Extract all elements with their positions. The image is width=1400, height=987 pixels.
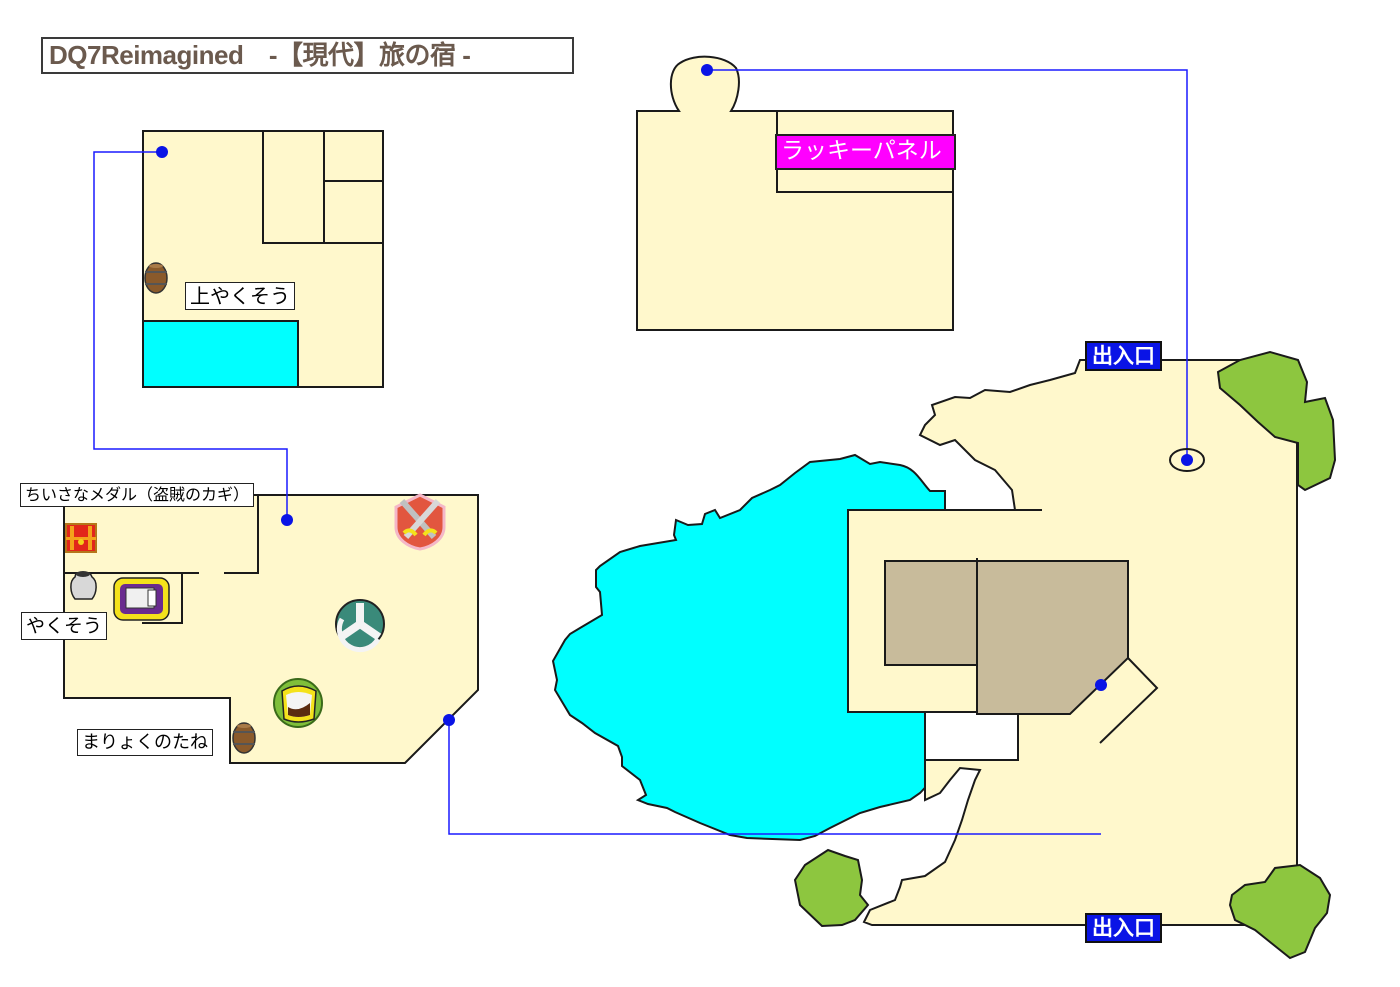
barrel-icon[interactable] xyxy=(144,262,168,294)
item-label-herb: やくそう xyxy=(21,612,108,640)
stairs-dot-courtyard[interactable] xyxy=(1181,454,1193,466)
route-lines xyxy=(93,69,1188,835)
item-label-mini-medal: ちいさなメダル（盗賊のカギ） xyxy=(20,483,255,507)
tree-top-right xyxy=(1216,350,1337,492)
exit-label-bottom[interactable]: 出入口 xyxy=(1085,913,1162,943)
save-point-icon[interactable] xyxy=(335,599,385,653)
trees xyxy=(793,350,1337,960)
treasure-chest-icon[interactable] xyxy=(65,523,97,553)
upper-room xyxy=(142,130,384,388)
building xyxy=(884,558,1159,744)
route-inn-to-courtyard xyxy=(448,720,1101,835)
weapon-shop-icon[interactable] xyxy=(394,493,446,551)
exit-label-top[interactable]: 出入口 xyxy=(1085,341,1162,371)
item-label-magic-seed: まりょくのたね xyxy=(77,729,213,756)
inn-room xyxy=(63,494,479,764)
page-title: DQ7Reimagined -【現代】旅の宿 - xyxy=(41,37,574,74)
tree-bottom-left xyxy=(793,848,870,928)
item-shop-icon[interactable] xyxy=(273,678,323,728)
bed-inn-icon[interactable] xyxy=(113,577,170,621)
route-upper-to-inn xyxy=(93,151,288,520)
door-dot-building[interactable] xyxy=(1095,679,1107,691)
stairs-dot-inn-room-top[interactable] xyxy=(281,514,293,526)
door-dot-inn-room-corner[interactable] xyxy=(443,714,455,726)
tree-bottom-right xyxy=(1228,863,1332,960)
lucky-panel-label[interactable]: ラッキーパネル xyxy=(775,134,956,170)
stairs-marker-ring xyxy=(1169,448,1205,472)
stairs-dot-upper-room[interactable] xyxy=(156,146,168,158)
connection-dots xyxy=(156,64,1193,726)
top-floor xyxy=(636,55,954,331)
pot-icon[interactable] xyxy=(70,571,97,600)
item-label-upper-herb: 上やくそう xyxy=(185,282,295,310)
stairs-dot-top-floor[interactable] xyxy=(701,64,713,76)
barrel-icon[interactable] xyxy=(232,722,256,754)
route-top-floor-to-courtyard xyxy=(707,69,1188,460)
